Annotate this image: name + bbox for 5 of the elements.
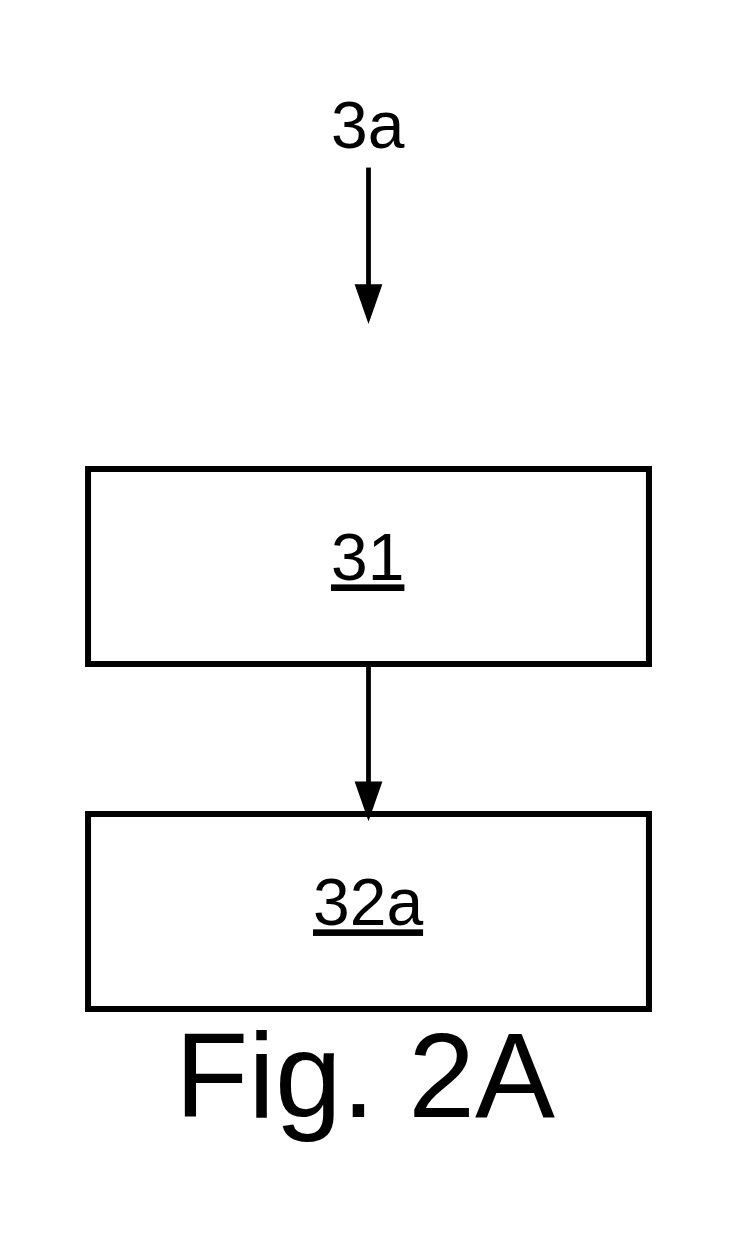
arrow [354, 167, 383, 324]
arrow [354, 664, 383, 822]
node-box: 31 [85, 466, 652, 668]
node-text: 3a [331, 87, 405, 162]
node-box: 32a [85, 811, 652, 1012]
